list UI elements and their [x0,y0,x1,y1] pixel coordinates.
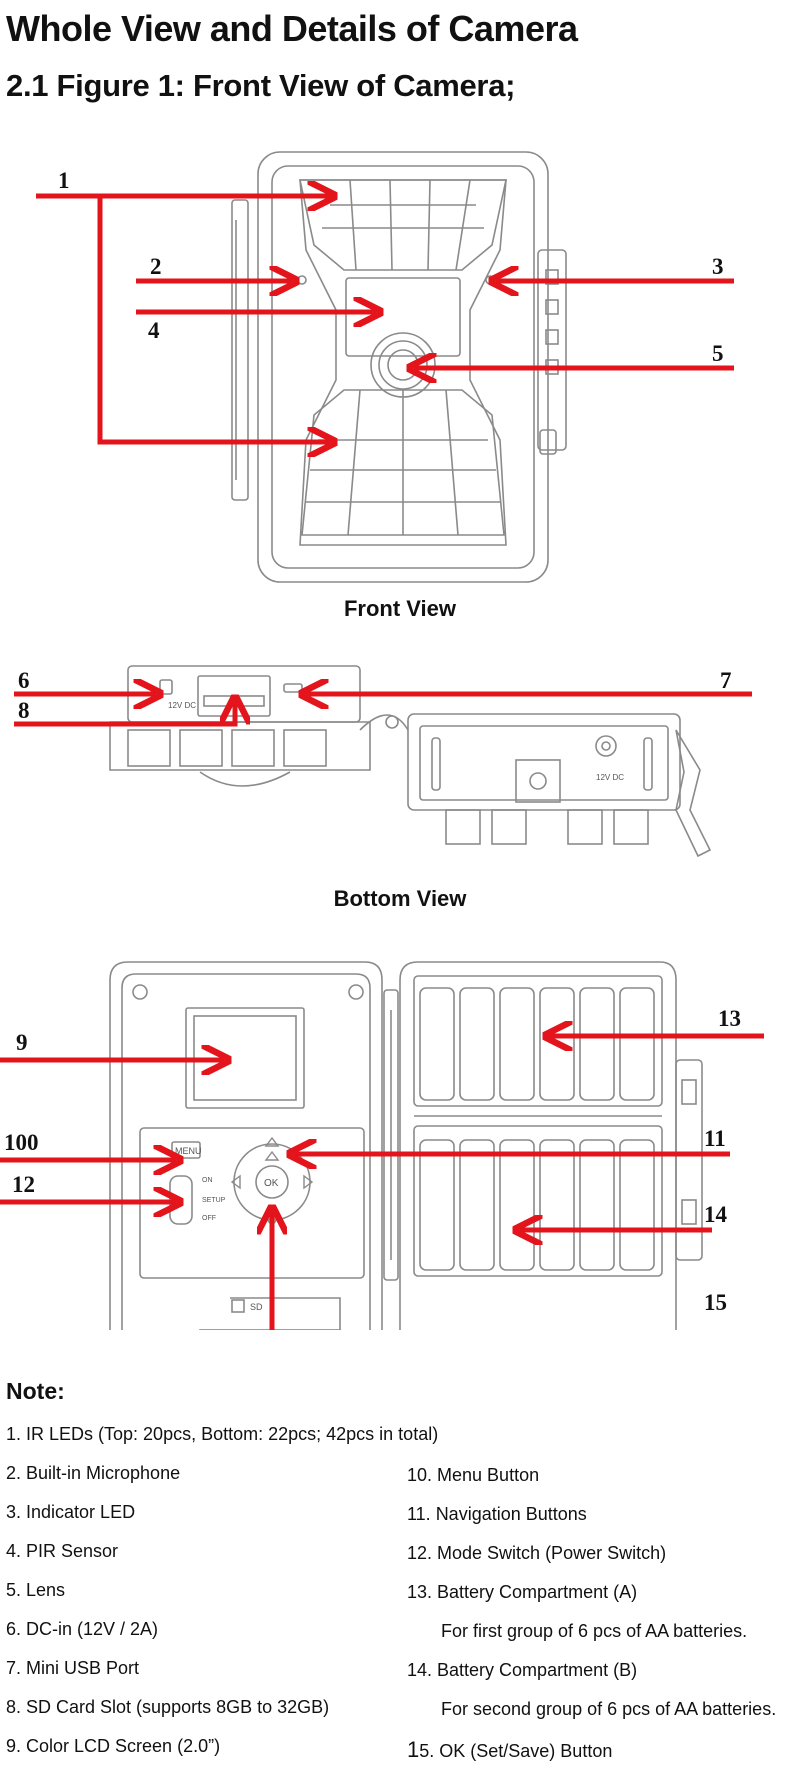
sd-label: SD [250,1302,263,1312]
front-view-diagram: 1 2 3 4 5 [36,151,734,583]
switch-off-label: OFF [202,1215,216,1222]
callout-13: 13 [718,1006,741,1031]
callout-8: 8 [18,698,30,723]
dc-label: 12V DC [168,701,196,710]
inside-callout-arrows [0,1036,764,1330]
note-item: 12. Mode Switch (Power Switch) [407,1543,667,1563]
callout-6: 6 [18,668,30,693]
page-title: Whole View and Details of Camera [6,8,578,49]
callout-7: 7 [720,668,732,693]
callout-15: 15 [704,1290,727,1315]
inside-view-diagram: MENU OK ON SETUP OFF SD 9 100 12 13 11 1… [0,961,764,1330]
note-item: 2. Built-in Microphone [6,1463,181,1483]
note-item: 15. OK (Set/Save) Button [407,1737,613,1762]
note-item: 13. Battery Compartment (A) [407,1582,638,1602]
ok-label: OK [264,1178,279,1189]
switch-on-label: ON [202,1177,213,1184]
note-item-detail: For first group of 6 pcs of AA batteries… [441,1621,748,1641]
callout-3: 3 [712,254,724,279]
figure-subtitle: 2.1 Figure 1: Front View of Camera; [6,68,516,103]
callout-100: 100 [4,1130,39,1155]
callout-5: 5 [712,341,724,366]
bottom-view-diagram: 12V DC 12V DC 6 7 8 [14,665,752,858]
bottom-view-caption: Bottom View [333,886,467,911]
note-item: 9. Color LCD Screen (2.0”) [6,1736,221,1756]
note-item: 1. IR LEDs (Top: 20pcs, Bottom: 22pcs; 4… [6,1424,439,1444]
note-item-detail: For second group of 6 pcs of AA batterie… [441,1699,777,1719]
note-item: 4. PIR Sensor [6,1541,119,1561]
front-callout-arrows [36,196,734,442]
callout-1: 1 [58,168,70,193]
callout-12: 12 [12,1172,35,1197]
callout-4: 4 [148,318,160,343]
note-item: 8. SD Card Slot (supports 8GB to 32GB) [6,1697,330,1717]
dc-label-back: 12V DC [596,773,624,782]
switch-setup-label: SETUP [202,1197,226,1204]
callout-14: 14 [704,1202,728,1227]
callout-2: 2 [150,254,162,279]
camera-inside-line-art [109,961,703,1330]
front-view-caption: Front View [343,596,457,621]
note-item: 6. DC-in (12V / 2A) [6,1619,159,1639]
callout-11: 11 [704,1126,726,1151]
note-item: 10. Menu Button [407,1465,540,1485]
menu-label: MENU [175,1146,202,1156]
note-item: 7. Mini USB Port [6,1658,140,1678]
note-item: 5. Lens [6,1580,66,1600]
bottom-callout-arrows [14,694,752,727]
note-item: 11. Navigation Buttons [407,1504,587,1524]
note-heading: Note: [6,1378,65,1404]
note-item: 14. Battery Compartment (B) [407,1660,638,1680]
callout-9: 9 [16,1030,28,1055]
note-item: 3. Indicator LED [6,1502,136,1522]
